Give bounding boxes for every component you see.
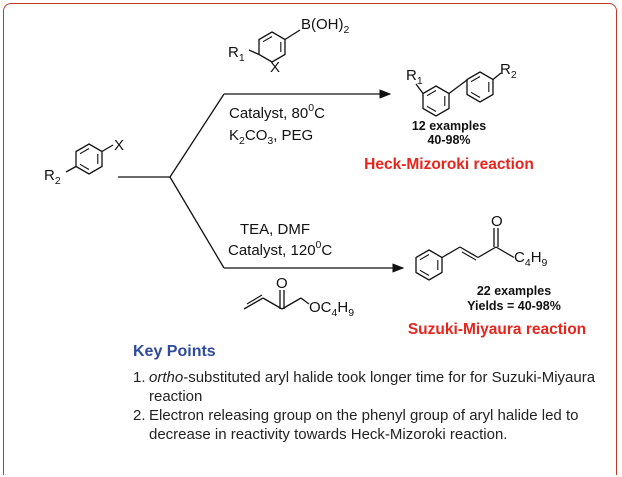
boronic-acid-substituent: R1 xyxy=(228,44,245,64)
biphenyl-product-structure: R1 R2 xyxy=(406,61,517,117)
figure-frame xyxy=(3,3,617,475)
enone-product-structure: O C4H9 xyxy=(415,213,548,281)
key-points-section: Key Points 1. ortho-substituted aryl hal… xyxy=(133,343,603,445)
bottom-conditions-line1: TEA, DMF xyxy=(240,221,310,238)
acrylate-oxygen: O xyxy=(276,275,288,292)
key-points-title: Key Points xyxy=(133,343,216,360)
aryl-halide-substituent: R2 xyxy=(44,167,61,187)
bottom-conditions-line2: Catalyst, 1200C xyxy=(228,239,332,259)
boronic-acid-ring-atom: X xyxy=(270,59,280,76)
acrylate-ester-group: OC4H9 xyxy=(309,299,354,319)
reaction-branches xyxy=(118,89,405,273)
suzuki-examples-count: 22 examples xyxy=(477,284,551,298)
enone-oxygen: O xyxy=(491,213,503,230)
heck-reaction-name: Heck-Mizoroki reaction xyxy=(364,156,534,173)
key-point-text: Electron releasing group on the phenyl g… xyxy=(149,407,579,443)
boronic-acid-structure: B(OH)2 R1 X xyxy=(228,16,350,76)
biphenyl-r1: R1 xyxy=(406,67,423,87)
aryl-halide-leaving-group: X xyxy=(114,137,124,154)
key-point-item: 1. ortho-substituted aryl halide took lo… xyxy=(133,369,603,406)
aryl-halide-structure: X R2 xyxy=(44,137,124,187)
reaction-scheme: X R2 B(OH)2 R1 X Catalyst, 800C K2CO3, P… xyxy=(44,16,586,338)
suzuki-yield: Yields = 40-98% xyxy=(467,299,561,313)
key-points-list: 1. ortho-substituted aryl halide took lo… xyxy=(133,369,603,444)
heck-examples-count: 12 examples xyxy=(412,119,486,133)
heck-yield: 40-98% xyxy=(427,133,470,147)
boronic-acid-group: B(OH)2 xyxy=(301,16,350,36)
biphenyl-r2: R2 xyxy=(500,61,517,81)
key-point-text: ortho-substituted aryl halide took longe… xyxy=(149,369,596,405)
suzuki-reaction-name: Suzuki-Miyaura reaction xyxy=(408,321,586,338)
top-conditions-line1: Catalyst, 800C xyxy=(229,102,325,122)
key-point-number: 2. xyxy=(133,407,146,424)
butyl-acrylate-structure: O OC4H9 xyxy=(243,275,354,319)
enone-alkyl-group: C4H9 xyxy=(514,249,548,269)
key-point-number: 1. xyxy=(133,369,146,386)
top-conditions-line2: K2CO3, PEG xyxy=(229,127,313,147)
key-point-item: 2. Electron releasing group on the pheny… xyxy=(133,407,603,444)
